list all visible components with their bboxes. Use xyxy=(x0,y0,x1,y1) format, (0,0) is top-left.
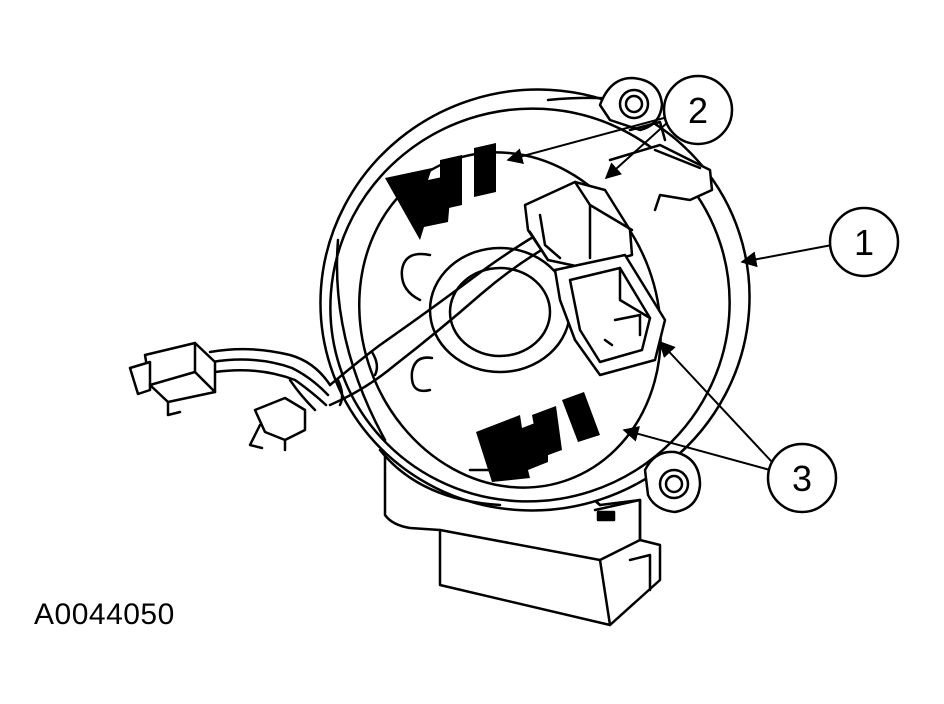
callout-1: 1 xyxy=(828,206,900,278)
leader-arrow-2a xyxy=(506,117,665,164)
bottom-mounting-ear xyxy=(643,450,702,514)
callout-2-label: 2 xyxy=(688,90,708,131)
connector-socket xyxy=(553,253,667,377)
leader-arrow-2b xyxy=(604,121,669,180)
callout-2: 2 xyxy=(662,74,734,146)
ground-connector xyxy=(248,396,307,452)
leader-arrow-3a xyxy=(658,340,773,463)
callout-1-label: 1 xyxy=(854,222,874,263)
upper-rotation-arrows xyxy=(385,143,496,240)
harness-connector-upper xyxy=(523,180,634,270)
leader-arrow-3b xyxy=(622,426,771,471)
left-connector-plug xyxy=(128,341,217,417)
top-bracket xyxy=(608,120,714,212)
callout-3-label: 3 xyxy=(792,458,812,499)
callout-3: 3 xyxy=(766,442,838,514)
figure-id: A0044050 xyxy=(34,598,175,631)
leader-arrow-1 xyxy=(740,244,833,268)
top-mounting-ear xyxy=(598,76,664,132)
lower-rotation-arrows xyxy=(476,392,600,482)
wiring-harness xyxy=(208,228,552,412)
